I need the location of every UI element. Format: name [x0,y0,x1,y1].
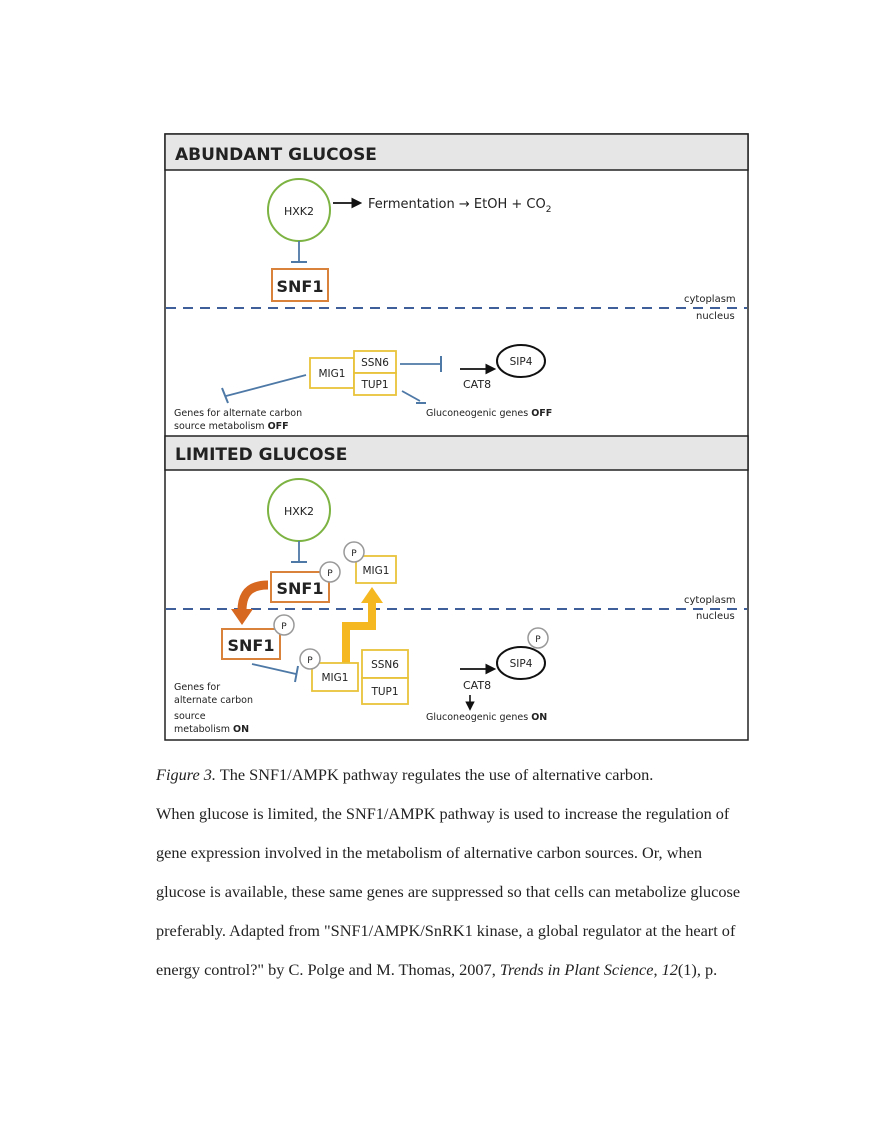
phosphate-label: P [535,635,541,645]
caption-line-4: preferably. Adapted from "SNF1/AMPK/SnRK… [156,921,736,940]
mig1-nuclear-label: MIG1 [322,672,349,684]
caption-line-3: glucose is available, these same genes a… [156,882,741,901]
mig1-export-arrow [342,601,376,665]
hxk2-label: HXK2 [284,205,314,218]
caption-line-2: gene expression involved in the metaboli… [156,843,702,862]
sip4-ellipse [496,344,546,378]
cytoplasm-label: cytoplasm [684,595,736,606]
abundant-header: ABUNDANT GLUCOSE [175,145,377,165]
snf1-translocation-arrow [237,580,269,612]
snf1-inhibits-mig1 [251,663,297,675]
phosphate-label: P [351,549,357,559]
caption-title: Figure 3. The SNF1/AMPK pathway regulate… [156,760,796,790]
genes-on-line2: alternate carbon [174,695,253,706]
inhibit-bar [221,387,229,404]
nucleus-label: nucleus [696,311,735,322]
ssn6-label: SSN6 [361,357,389,369]
mig1-label: MIG1 [319,368,346,380]
snf1-label: SNF1 [277,579,324,598]
snf1-box [271,268,329,302]
figure-label: Figure 3. [156,765,216,784]
cat8-label: CAT8 [463,679,491,692]
mig1-export-arrowhead [361,587,383,603]
phosphate-label: P [281,622,287,632]
mig1-cytoplasm-box [355,555,397,584]
abundant-header-bar [164,133,749,171]
phosphate-circle [527,627,549,649]
tup1-label: TUP1 [360,379,388,391]
phosphate-circle [299,648,321,670]
hxk2-label: HXK2 [284,505,314,518]
mig1-nuclear-box [311,662,359,692]
caption-line-1: When glucose is limited, the SNF1/AMPK p… [156,804,730,823]
limited-header: LIMITED GLUCOSE [175,445,347,465]
gluconeogenic-off: Gluconeogenic genes OFF [426,408,552,419]
snf1-nuclear-label: SNF1 [228,636,275,655]
caption-line-5: energy control?" by C. Polge and M. Thom… [156,960,718,979]
phosphate-circle [273,614,295,636]
sip4-ellipse [496,646,546,680]
genes-off-line2: source metabolism OFF [174,421,289,432]
sip4-label: SIP4 [510,658,533,670]
complex-represses-gluconeogenic [401,390,421,402]
journal-volume: 12 [661,960,678,979]
mig1-label: MIG1 [363,565,390,577]
genes-off-line1: Genes for alternate carbon [174,408,302,419]
cytoplasm-label: cytoplasm [684,294,736,305]
ssn6-box [361,649,409,679]
snf1-nuclear-box [221,628,281,660]
journal-name: Trends in Plant Science [499,960,654,979]
phosphate-label: P [307,656,313,666]
mig1-represses-genes [225,374,307,397]
sip4-label: SIP4 [510,356,533,368]
nucleus-label: nucleus [696,611,735,622]
figure-caption: Figure 3. The SNF1/AMPK pathway regulate… [156,760,796,985]
gluconeogenic-on: Gluconeogenic genes ON [426,712,547,723]
genes-on-line4: metabolism ON [174,724,249,735]
phosphate-circle [343,541,365,563]
limited-header-bar [164,435,749,471]
genes-on-line1: Genes for [174,682,220,693]
snf1-pathway-figure: ABUNDANT GLUCOSE HXK2 Fermentation → EtO… [164,133,749,741]
tup1-box [353,372,397,396]
tup1-box [361,677,409,705]
snf1-box [270,571,330,603]
fermentation-label: Fermentation → EtOH + CO2 [368,197,551,215]
genes-on-line3: source [174,711,206,722]
ssn6-label: SSN6 [371,659,399,671]
snf1-label: SNF1 [277,277,324,296]
cat8-label: CAT8 [463,378,491,391]
phosphate-label: P [327,569,333,579]
snf1-translocation-arrowhead [231,609,253,625]
phosphate-circle [319,561,341,583]
tup1-label: TUP1 [370,686,398,698]
inhibit-bar [294,665,299,683]
caption-title-text: The SNF1/AMPK pathway regulates the use … [216,765,654,784]
